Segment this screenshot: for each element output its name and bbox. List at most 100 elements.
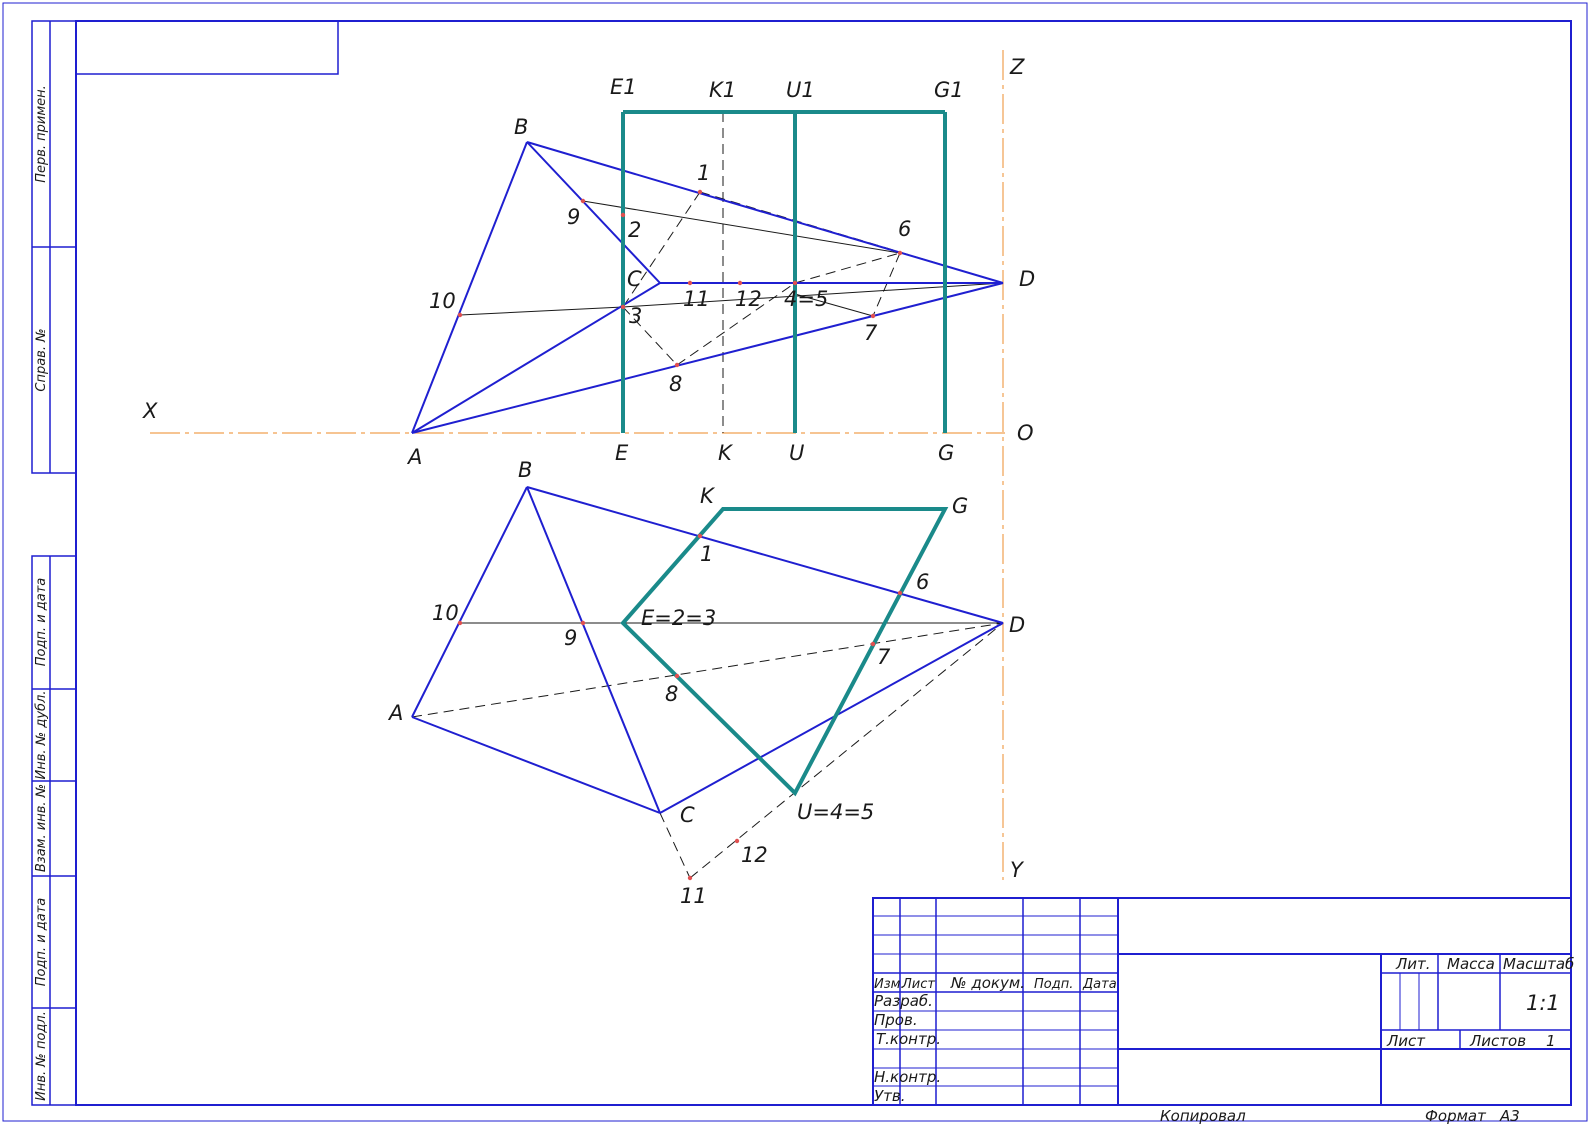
point-11-top bbox=[687, 875, 693, 881]
edge-ad-front bbox=[411, 282, 1004, 434]
edge-ab-top bbox=[411, 486, 528, 718]
edge-ab-front bbox=[411, 141, 528, 434]
point-7-top bbox=[870, 641, 876, 647]
edge-bc-top bbox=[526, 486, 661, 814]
label-y: Y bbox=[1010, 858, 1025, 882]
label-12-front: 12 bbox=[735, 287, 762, 311]
sheets-label: Листов bbox=[1469, 1032, 1526, 1050]
label-g: G bbox=[938, 441, 954, 465]
point-1-top bbox=[697, 533, 703, 539]
side-stamp-label-2: Подп. и дата bbox=[34, 578, 49, 667]
point-9-front bbox=[580, 198, 586, 204]
label-g-top: G bbox=[952, 494, 968, 518]
label-11-top: 11 bbox=[680, 884, 707, 908]
point-12-top bbox=[734, 838, 740, 844]
top-view: A B C D K G E=2=3 U=4=5 1 6 7 8 9 10 11 … bbox=[387, 458, 1025, 908]
label-z: Z bbox=[1009, 55, 1025, 79]
role-prov: Пров. bbox=[874, 1011, 918, 1029]
label-d-front: D bbox=[1019, 267, 1035, 291]
point-6-top bbox=[897, 590, 903, 596]
header-doc: № докум. bbox=[950, 974, 1025, 992]
point-12-front bbox=[737, 280, 743, 286]
label-k1: K1 bbox=[709, 78, 736, 102]
label-4-5-front: 4=5 bbox=[784, 287, 828, 311]
scale-value: 1:1 bbox=[1526, 991, 1560, 1015]
point-8-front bbox=[674, 362, 680, 368]
projection-axes: X Z O Y bbox=[142, 50, 1034, 882]
label-b-top: B bbox=[518, 458, 532, 482]
role-nkontr: Н.контр. bbox=[874, 1068, 941, 1086]
label-g1: G1 bbox=[934, 78, 964, 102]
role-razrab: Разраб. bbox=[874, 992, 933, 1010]
label-e1: E1 bbox=[610, 75, 637, 99]
label-6-top: 6 bbox=[916, 570, 929, 594]
format-value: А3 bbox=[1499, 1107, 1520, 1125]
side-stamp: Перв. примен. Справ. № Подп. и дата Инв.… bbox=[31, 20, 77, 1106]
footer: Копировал Формат А3 bbox=[1160, 1107, 1520, 1125]
format-label: Формат bbox=[1425, 1107, 1487, 1125]
label-e: E bbox=[615, 441, 629, 465]
label-k: K bbox=[718, 441, 734, 465]
label-1-front: 1 bbox=[697, 161, 710, 185]
copied-label: Копировал bbox=[1160, 1107, 1246, 1125]
label-u: U bbox=[789, 441, 804, 465]
side-stamp-label-6: Инв. № подл. bbox=[34, 1011, 49, 1101]
masshtab-label: Масштаб bbox=[1503, 955, 1574, 973]
point-1-front bbox=[697, 189, 703, 195]
label-10-top: 10 bbox=[432, 601, 459, 625]
point-6-front bbox=[897, 250, 903, 256]
point-4-5-front bbox=[792, 280, 798, 286]
label-6-front: 6 bbox=[898, 217, 911, 241]
label-a-front: A bbox=[406, 445, 422, 469]
header-list: Лист bbox=[901, 977, 935, 992]
label-9-front: 9 bbox=[567, 205, 580, 229]
label-2-front: 2 bbox=[628, 218, 641, 242]
point-3-front bbox=[620, 304, 626, 310]
top-left-stamp-box bbox=[75, 20, 339, 75]
side-stamp-label-5: Подп. и дата bbox=[34, 898, 49, 987]
header-podp: Подп. bbox=[1034, 977, 1073, 992]
label-3-front: 3 bbox=[629, 304, 642, 328]
section-polygon-top bbox=[620, 507, 949, 797]
role-tkontr: Т.контр. bbox=[876, 1030, 941, 1048]
edge-bc-front bbox=[526, 141, 661, 284]
edge-cd-top bbox=[659, 622, 1004, 814]
label-u1: U1 bbox=[786, 78, 815, 102]
point-7-front bbox=[870, 313, 876, 319]
header-data: Дата bbox=[1082, 977, 1117, 992]
point-10-front bbox=[457, 312, 463, 318]
front-view: A B C D E K U G E1 K1 U1 G1 1 2 3 4=5 6 … bbox=[406, 75, 1035, 469]
edge-bd-front bbox=[526, 141, 1004, 284]
label-7-top: 7 bbox=[877, 645, 891, 669]
label-11-front: 11 bbox=[683, 287, 710, 311]
label-1-top: 1 bbox=[700, 542, 713, 566]
label-7-front: 7 bbox=[864, 321, 878, 345]
edge-ac-front bbox=[411, 282, 661, 434]
label-c-front: C bbox=[627, 267, 642, 291]
title-block: Изм. Лист № докум. Подп. Дата Разраб. Пр… bbox=[872, 897, 1574, 1106]
label-c-top: C bbox=[680, 803, 695, 827]
label-8-top: 8 bbox=[665, 682, 678, 706]
sheet-label: Лист bbox=[1386, 1032, 1426, 1050]
label-o: O bbox=[1017, 421, 1034, 445]
side-stamp-label-0: Перв. примен. bbox=[34, 85, 49, 183]
label-8-front: 8 bbox=[669, 372, 682, 396]
label-k-top: K bbox=[700, 484, 716, 508]
label-e-2-3-top: E=2=3 bbox=[641, 606, 716, 630]
label-10-front: 10 bbox=[429, 289, 456, 313]
point-10-top bbox=[457, 620, 463, 626]
label-u-4-5-top: U=4=5 bbox=[797, 800, 874, 824]
edge-bd-top bbox=[526, 486, 1004, 624]
side-stamp-label-4: Взам. инв. № bbox=[34, 784, 49, 872]
label-d-top: D bbox=[1009, 613, 1025, 637]
label-x: X bbox=[142, 399, 158, 423]
sheets-count: 1 bbox=[1546, 1032, 1556, 1050]
point-9-top bbox=[580, 620, 586, 626]
label-b-front: B bbox=[514, 115, 528, 139]
header-izm: Изм. bbox=[874, 977, 905, 992]
lit-label: Лит. bbox=[1395, 955, 1431, 973]
label-12-top: 12 bbox=[741, 843, 768, 867]
point-11-front bbox=[687, 280, 693, 286]
edge-ac-top bbox=[411, 716, 661, 814]
